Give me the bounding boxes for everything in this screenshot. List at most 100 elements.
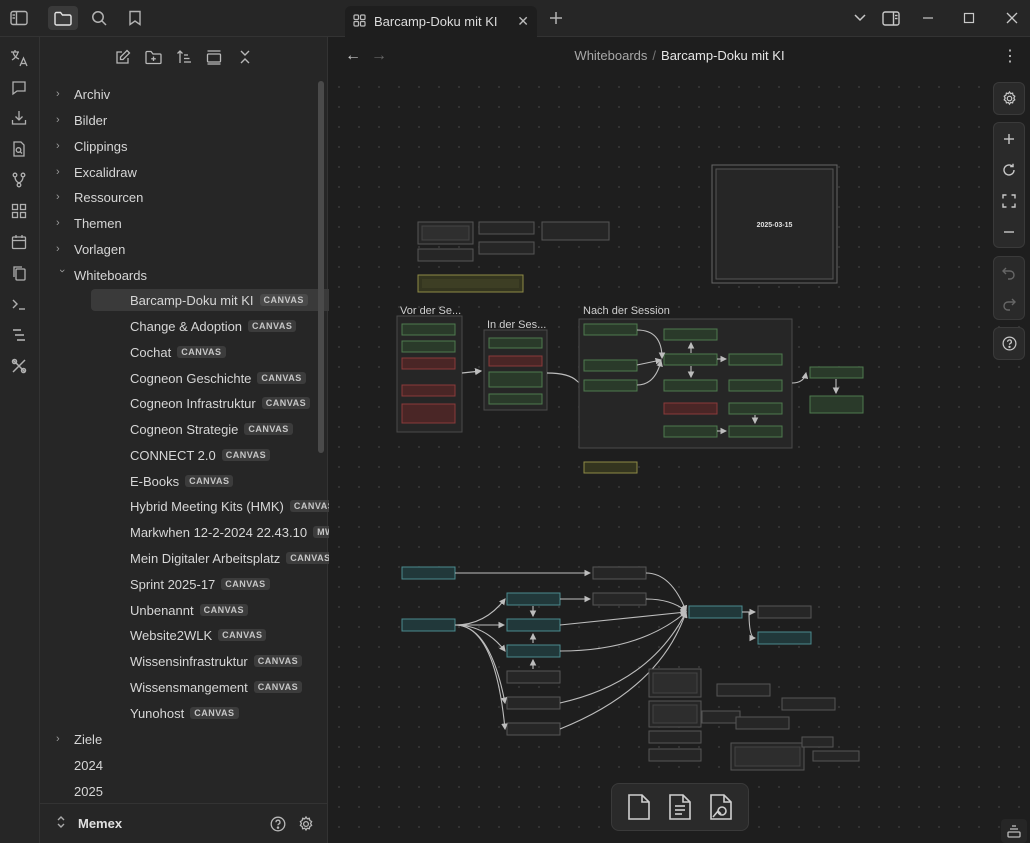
- chat-icon[interactable]: [5, 76, 33, 100]
- group-vor-der-session[interactable]: Vor der Se...: [396, 305, 463, 433]
- sidebar-toggle-icon[interactable]: [4, 6, 34, 30]
- zoom-in-icon[interactable]: [994, 123, 1024, 154]
- group-label-vor: Vor der Se...: [400, 305, 461, 317]
- file-2025[interactable]: 2025: [74, 783, 103, 799]
- back-arrow-icon[interactable]: ←: [345, 47, 361, 64]
- translate-icon[interactable]: [5, 46, 33, 70]
- date-card[interactable]: 2025-03-15: [711, 164, 838, 284]
- folder-whiteboards[interactable]: ›Whiteboards: [56, 267, 147, 283]
- group-nach-der-session[interactable]: Nach der Session: [578, 305, 793, 449]
- file-type-badge: CANVAS: [177, 346, 226, 358]
- new-note-icon[interactable]: [111, 45, 135, 69]
- folder-excalidraw[interactable]: ›Excalidraw: [56, 164, 137, 180]
- collapse-all-icon[interactable]: [233, 45, 257, 69]
- status-bar-toggle-icon[interactable]: [1001, 819, 1027, 843]
- file-2024[interactable]: 2024: [74, 757, 103, 773]
- tab-list-chevron-icon[interactable]: [845, 6, 875, 30]
- loose-cards-top[interactable]: [417, 221, 610, 293]
- file-type-badge: CANVAS: [185, 475, 234, 487]
- canvas-settings-gear-icon[interactable]: [994, 83, 1024, 114]
- group-label-nach: Nach der Session: [583, 305, 670, 317]
- outline-icon[interactable]: [5, 323, 33, 347]
- close-window-icon[interactable]: [997, 6, 1027, 30]
- folder-clippings[interactable]: ›Clippings: [56, 138, 128, 154]
- scattered-cards[interactable]: [648, 668, 860, 771]
- output-cards[interactable]: [791, 366, 864, 414]
- close-tab-icon[interactable]: ✕: [517, 13, 529, 29]
- zoom-to-fit-icon[interactable]: [994, 185, 1024, 216]
- minimize-icon[interactable]: [913, 6, 943, 30]
- help-icon[interactable]: [266, 812, 290, 836]
- forward-arrow-icon[interactable]: →: [371, 47, 387, 64]
- reset-zoom-icon[interactable]: [994, 154, 1024, 185]
- more-options-icon[interactable]: ⋮: [1002, 48, 1018, 65]
- settings-gear-icon[interactable]: [294, 812, 318, 836]
- terminal-icon[interactable]: [5, 292, 33, 316]
- redo-icon[interactable]: [994, 288, 1024, 319]
- dashboard-icon[interactable]: [5, 199, 33, 223]
- title-bar: Barcamp-Doku mit KI ✕: [0, 0, 1030, 37]
- vault-switch-icon[interactable]: [56, 815, 66, 832]
- card-creation-toolbar: [611, 783, 749, 831]
- search-icon[interactable]: [84, 6, 114, 30]
- zoom-out-icon[interactable]: [994, 216, 1024, 247]
- add-card-icon[interactable]: [622, 790, 656, 824]
- file-type-badge: CANVAS: [286, 552, 335, 564]
- bookmark-icon[interactable]: [120, 6, 150, 30]
- canvas-view[interactable]: 2025-03-15 Vor der Se... In der Ses... N: [329, 37, 1030, 843]
- download-icon[interactable]: [5, 106, 33, 130]
- add-media-icon[interactable]: [704, 790, 738, 824]
- folder-icon[interactable]: [48, 6, 78, 30]
- folder-ressourcen[interactable]: ›Ressourcen: [56, 189, 144, 205]
- breadcrumb-current[interactable]: Barcamp-Doku mit KI: [661, 48, 785, 63]
- maximize-icon[interactable]: [954, 6, 984, 30]
- sort-icon[interactable]: [172, 45, 196, 69]
- file-hybrid-meeting-kits[interactable]: Hybrid Meeting Kits (HMK)CANVAS: [91, 495, 346, 517]
- new-folder-icon[interactable]: [141, 45, 165, 69]
- calendar-icon[interactable]: [5, 230, 33, 254]
- undo-icon[interactable]: [994, 257, 1024, 288]
- canvas-board[interactable]: 2025-03-15 Vor der Se... In der Ses... N: [329, 37, 1030, 843]
- file-type-badge: CANVAS: [190, 707, 239, 719]
- folder-bilder[interactable]: ›Bilder: [56, 112, 108, 128]
- add-note-icon[interactable]: [663, 790, 697, 824]
- tab-active[interactable]: Barcamp-Doku mit KI ✕: [345, 6, 537, 37]
- folder-archiv[interactable]: ›Archiv: [56, 86, 111, 102]
- auto-reveal-icon[interactable]: [202, 45, 226, 69]
- flow-diagram-lower[interactable]: [401, 566, 812, 736]
- file-type-badge: CANVAS: [289, 500, 339, 512]
- copy-icon[interactable]: [5, 261, 33, 285]
- folder-vorlagen[interactable]: ›Vorlagen: [56, 241, 126, 257]
- right-sidebar-toggle-icon[interactable]: [876, 6, 906, 30]
- folder-themen[interactable]: ›Themen: [56, 215, 122, 231]
- new-tab-icon[interactable]: [541, 6, 571, 30]
- group-in-der-session[interactable]: In der Ses...: [483, 319, 548, 411]
- folder-ziele[interactable]: ›Ziele: [56, 731, 103, 747]
- git-branch-icon[interactable]: [5, 168, 33, 192]
- breadcrumb-parent[interactable]: Whiteboards: [574, 48, 648, 63]
- explorer-scrollbar[interactable]: [318, 81, 324, 453]
- note-card-yellow[interactable]: [583, 461, 638, 474]
- canvas-help-group: [993, 327, 1025, 360]
- canvas-help-icon[interactable]: [994, 328, 1024, 359]
- file-type-badge: CANVAS: [248, 320, 297, 332]
- file-search-icon[interactable]: [5, 137, 33, 161]
- vault-name[interactable]: Memex: [78, 816, 123, 831]
- tools-icon[interactable]: [5, 354, 33, 378]
